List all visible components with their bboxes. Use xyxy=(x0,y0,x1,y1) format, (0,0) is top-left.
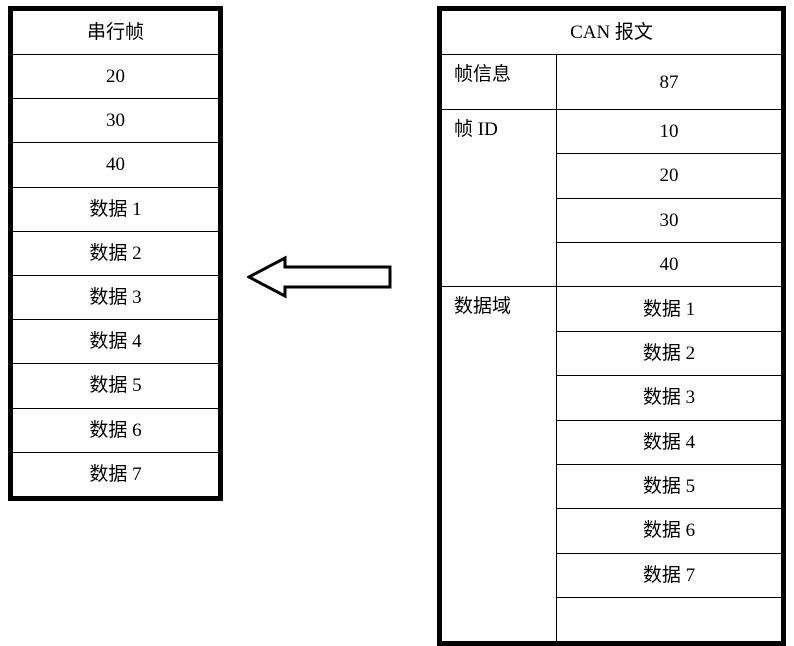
label-data-field: 数据域 xyxy=(437,286,557,646)
table-row: 数据 6 xyxy=(440,508,786,554)
serial-frame-cell-2: 40 xyxy=(8,142,223,188)
label-frame-id: 帧 ID xyxy=(437,108,557,288)
table-row: 数据 7 xyxy=(440,552,786,599)
serial-frame-cell-7: 数据 5 xyxy=(8,363,223,409)
table-row: 数据 3 xyxy=(440,375,786,421)
table-row: 数据 2 xyxy=(8,230,223,276)
table-row: 串行帧 xyxy=(8,6,223,55)
table-row: 数据 3 xyxy=(8,274,223,321)
value-data-field-2: 数据 3 xyxy=(556,375,786,421)
arrow-shape xyxy=(247,255,392,299)
value-data-field-6: 数据 7 xyxy=(556,552,786,599)
table-row: CAN 报文 xyxy=(437,5,786,56)
table-row: 帧 ID 10 xyxy=(437,108,786,288)
value-frame-id-0: 10 xyxy=(556,108,786,155)
table-row: 帧信息 87 xyxy=(437,54,786,110)
serial-frame-title: 串行帧 xyxy=(8,6,223,55)
value-data-field-7 xyxy=(556,597,786,646)
serial-frame-cell-8: 数据 6 xyxy=(8,407,223,453)
value-data-field-5: 数据 6 xyxy=(556,508,786,554)
can-message-table: CAN 报文 帧信息 87 帧 ID 10 20 30 40 数据域 数据 1 … xyxy=(437,5,786,646)
serial-frame-cell-6: 数据 4 xyxy=(8,319,223,365)
label-frame-info: 帧信息 xyxy=(437,54,557,110)
serial-frame-cell-9: 数据 7 xyxy=(8,451,223,501)
table-row: 30 xyxy=(8,98,223,144)
table-row: 数据 1 xyxy=(8,186,223,232)
table-row: 数据 5 xyxy=(8,363,223,409)
left-arrow-icon xyxy=(247,255,392,299)
value-frame-id-2: 30 xyxy=(556,197,786,243)
value-frame-id-3: 40 xyxy=(556,241,786,288)
serial-frame-cell-3: 数据 1 xyxy=(8,186,223,232)
table-row: 数据域 数据 1 xyxy=(437,286,786,646)
table-row: 数据 4 xyxy=(440,419,786,465)
table-row: 数据 4 xyxy=(8,319,223,365)
table-row: 数据 5 xyxy=(440,463,786,510)
table-row: 数据 7 xyxy=(8,451,223,501)
value-frame-info: 87 xyxy=(556,54,786,110)
value-data-field-4: 数据 5 xyxy=(556,463,786,510)
table-row: 数据 2 xyxy=(440,330,786,377)
table-row: 数据 6 xyxy=(8,407,223,453)
serial-frame-cell-4: 数据 2 xyxy=(8,230,223,276)
serial-frame-table: 串行帧 20 30 40 数据 1 数据 2 数据 3 数据 4 数据 5 数据… xyxy=(8,6,223,501)
serial-frame-cell-5: 数据 3 xyxy=(8,274,223,321)
table-row: 20 xyxy=(8,53,223,100)
can-message-title: CAN 报文 xyxy=(437,5,786,56)
serial-frame-cell-0: 20 xyxy=(8,53,223,100)
value-data-field-0: 数据 1 xyxy=(556,286,786,332)
serial-frame-cell-1: 30 xyxy=(8,98,223,144)
table-row: 20 xyxy=(440,153,786,199)
value-frame-id-1: 20 xyxy=(556,153,786,199)
value-data-field-3: 数据 4 xyxy=(556,419,786,465)
value-data-field-1: 数据 2 xyxy=(556,330,786,377)
table-row: 30 xyxy=(440,197,786,243)
table-row: 40 xyxy=(8,142,223,188)
